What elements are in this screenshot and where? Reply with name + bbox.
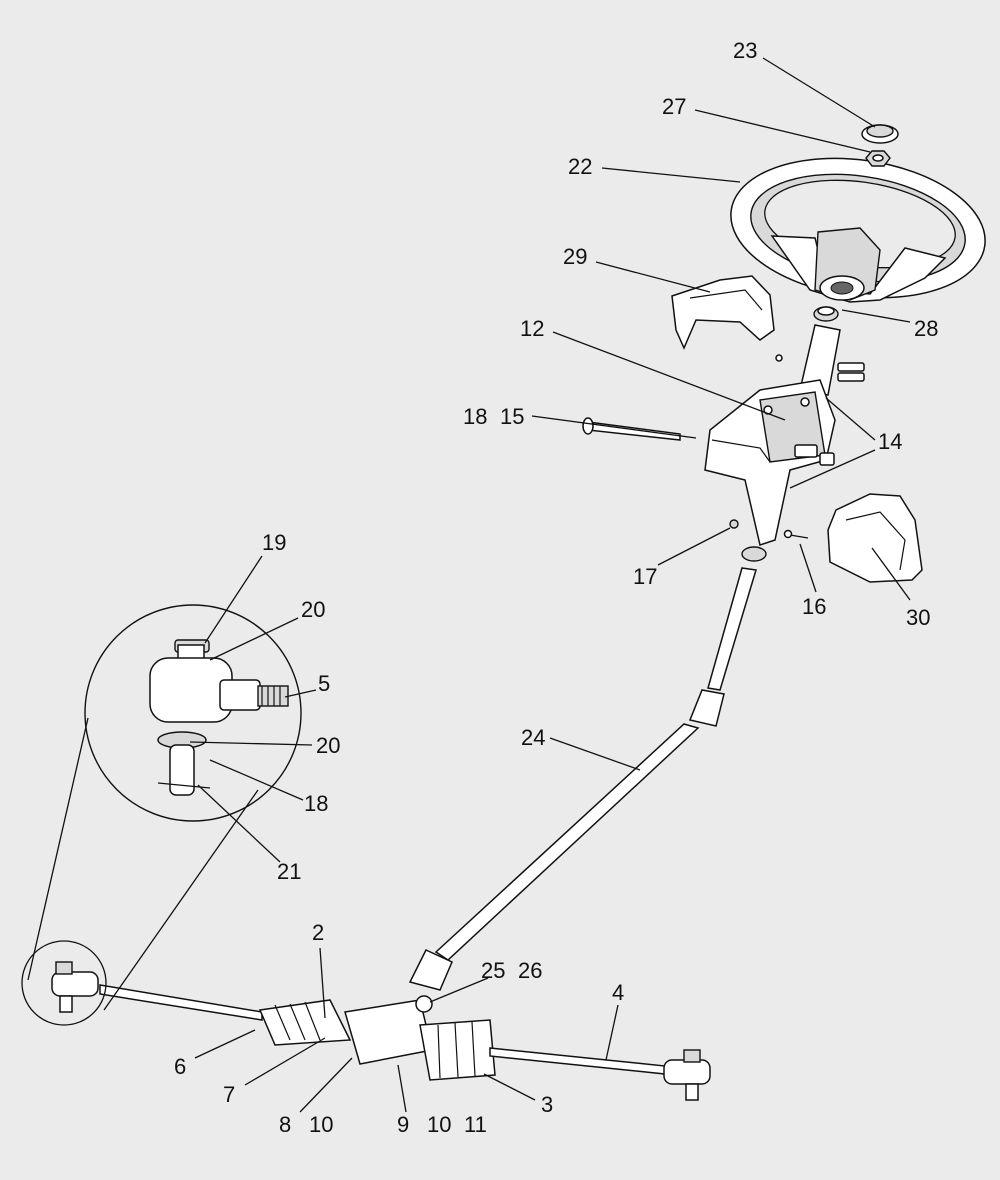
upper-shroud	[671, 275, 775, 350]
callout-6: 6	[174, 1054, 186, 1079]
leader-lines	[189, 57, 911, 1113]
callout-23: 23	[733, 38, 757, 63]
callout-15: 15	[500, 404, 524, 429]
callout-8: 8	[279, 1112, 291, 1137]
callout-25: 25	[481, 958, 505, 983]
callout-30: 30	[906, 605, 930, 630]
steering-wheel	[730, 157, 986, 303]
callout-22: 22	[568, 154, 592, 179]
callout-14: 14	[878, 429, 902, 454]
callout-21: 21	[277, 859, 301, 884]
callout-20-bottom: 20	[316, 733, 340, 758]
callout-16: 16	[802, 594, 826, 619]
callout-17: 17	[633, 564, 657, 589]
callout-10-left: 10	[309, 1112, 333, 1137]
callout-2: 2	[312, 920, 324, 945]
callout-26: 26	[518, 958, 542, 983]
callout-10-right: 10	[427, 1112, 451, 1137]
lower-shroud	[827, 493, 923, 583]
right-tie-rod-end	[663, 1049, 711, 1101]
callout-11: 11	[464, 1112, 487, 1137]
callout-20-top: 20	[301, 597, 325, 622]
bolt-16	[783, 529, 809, 539]
callout-27: 27	[662, 94, 686, 119]
callout-labels: 23 27 22 29 28 12 18 15 14 17 16 30 19 2…	[174, 38, 938, 1137]
wheel-nut	[865, 150, 891, 167]
left-tie-rod-end	[51, 961, 99, 1013]
steering-rack	[99, 984, 666, 1081]
intermediate-shaft	[408, 546, 767, 991]
nut-17	[729, 519, 739, 529]
callout-24: 24	[521, 725, 545, 750]
callout-18-column: 18	[463, 404, 487, 429]
callout-4: 4	[612, 980, 624, 1005]
callout-18-detail: 18	[304, 791, 328, 816]
callout-29: 29	[563, 244, 587, 269]
callout-9: 9	[397, 1112, 409, 1137]
callout-19: 19	[262, 530, 286, 555]
steering-column	[704, 324, 865, 546]
callout-7: 7	[223, 1082, 235, 1107]
callout-28: 28	[914, 316, 938, 341]
callout-12: 12	[520, 316, 544, 341]
wheel-cap	[861, 124, 899, 144]
callout-5: 5	[318, 671, 330, 696]
callout-3: 3	[541, 1092, 553, 1117]
column-bushing	[813, 306, 839, 322]
detail-magnifier	[21, 604, 302, 1026]
